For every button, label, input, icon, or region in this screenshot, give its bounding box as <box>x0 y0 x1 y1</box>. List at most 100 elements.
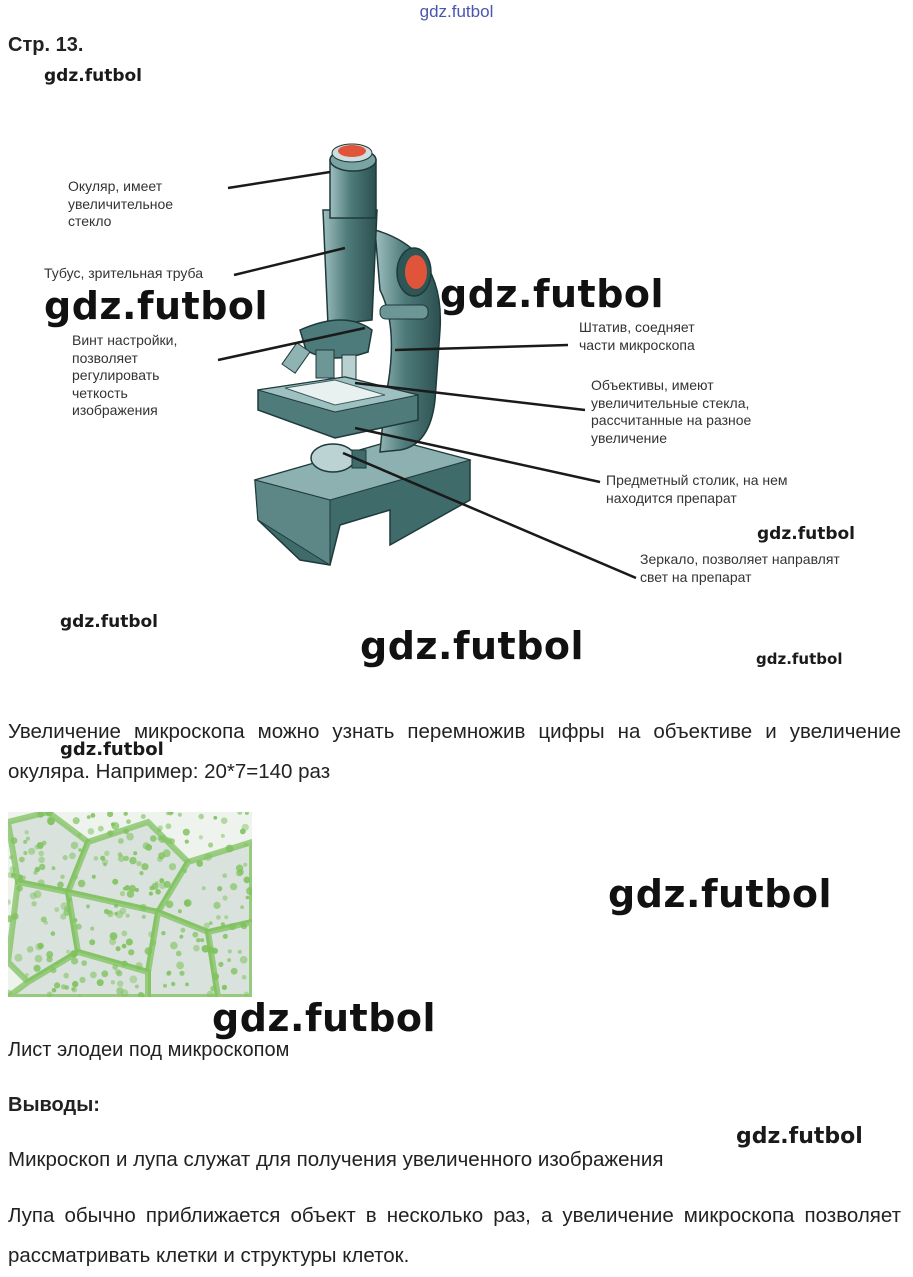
image-caption: Лист элодеи под микроскопом <box>8 1039 290 1061</box>
label-stage: Предметный столик, на нем находится преп… <box>606 472 788 506</box>
chloroplast <box>93 856 99 861</box>
chloroplast <box>196 938 201 943</box>
top-watermark: gdz.futbol <box>419 2 494 21</box>
chloroplast <box>167 812 174 816</box>
chloroplast <box>230 967 238 975</box>
chloroplast <box>23 850 28 856</box>
chloroplast <box>179 970 185 976</box>
chloroplast <box>26 946 34 953</box>
chloroplast <box>137 991 145 997</box>
chloroplast <box>70 841 79 850</box>
chloroplast <box>103 908 110 915</box>
chloroplast <box>107 830 114 837</box>
chloroplast <box>46 991 53 997</box>
chloroplast <box>196 860 203 867</box>
chloroplast <box>90 813 96 818</box>
chloroplast <box>62 855 68 861</box>
chloroplast <box>90 971 97 979</box>
chloroplast <box>101 970 109 978</box>
chloroplast <box>81 960 87 966</box>
watermark: gdz.futbol <box>757 524 855 544</box>
chloroplast <box>110 980 116 985</box>
chloroplast <box>121 930 128 937</box>
chloroplast <box>198 813 204 820</box>
chloroplast <box>239 828 246 835</box>
chloroplast <box>121 943 127 949</box>
chloroplast <box>63 972 69 979</box>
label-focus-screw: Винт настройки, позволяет регулировать ч… <box>72 332 178 418</box>
chloroplast <box>51 987 57 993</box>
chloroplast <box>210 985 216 992</box>
chloroplast <box>19 856 25 863</box>
watermark: gdz.futbol <box>440 272 665 316</box>
chloroplast <box>157 828 162 833</box>
chloroplast <box>72 980 79 988</box>
chloroplast <box>222 873 227 878</box>
chloroplast <box>185 982 189 987</box>
watermark: gdz.futbol <box>608 872 833 916</box>
chloroplast <box>176 961 185 970</box>
chloroplast <box>126 819 131 824</box>
chloroplast <box>77 879 86 888</box>
chloroplast <box>70 950 78 958</box>
chloroplast <box>243 876 251 884</box>
chloroplast <box>139 903 147 911</box>
chloroplast <box>128 949 135 956</box>
chloroplast <box>102 859 109 866</box>
chloroplast <box>38 850 44 857</box>
microscope-diagram <box>217 143 637 580</box>
chloroplast <box>192 931 199 938</box>
chloroplast <box>208 921 213 925</box>
page-title: Стр. 13. <box>8 34 84 56</box>
chloroplast <box>171 981 176 987</box>
chloroplast <box>222 895 228 901</box>
chloroplast <box>73 918 78 923</box>
chloroplast <box>235 864 244 872</box>
chloroplast <box>118 838 124 844</box>
chloroplast <box>222 933 228 939</box>
chloroplast <box>43 920 48 925</box>
label-stand: Штатив, соедняет части микроскопа <box>579 319 695 353</box>
chloroplast <box>57 881 64 889</box>
chloroplast <box>38 856 45 864</box>
chloroplast <box>150 939 157 947</box>
watermark: gdz.futbol <box>756 650 843 668</box>
chloroplast <box>201 945 210 953</box>
chloroplast <box>11 912 19 920</box>
chloroplast <box>206 990 214 997</box>
chloroplast <box>121 960 128 967</box>
chloroplast <box>134 984 139 989</box>
chloroplast <box>211 972 220 980</box>
chloroplast <box>139 871 144 876</box>
chloroplast <box>8 915 13 923</box>
chloroplast <box>204 853 213 861</box>
chloroplast <box>144 947 153 955</box>
chloroplast <box>104 850 110 856</box>
chloroplast <box>126 832 134 841</box>
chloroplast <box>200 938 205 943</box>
chloroplast <box>77 832 82 837</box>
chloroplast <box>14 953 23 962</box>
chloroplast <box>119 891 126 897</box>
chloroplast <box>161 931 166 936</box>
chloroplast <box>158 881 167 889</box>
chloroplast <box>180 927 186 933</box>
chloroplast <box>175 950 182 957</box>
chloroplast <box>230 883 238 891</box>
chloroplast <box>8 899 11 905</box>
watermark: gdz.futbol <box>212 996 437 1040</box>
chloroplast <box>150 835 157 842</box>
chloroplast <box>123 828 129 835</box>
chloroplast <box>162 849 171 858</box>
chloroplast <box>179 934 184 939</box>
chloroplast <box>39 863 46 871</box>
chloroplast <box>117 852 123 857</box>
chloroplast <box>224 915 229 920</box>
chloroplast <box>8 989 13 997</box>
label-objectives: Объективы, имеют увеличительные стекла, … <box>591 377 752 446</box>
chloroplast <box>9 855 14 860</box>
chloroplast <box>123 855 129 862</box>
chloroplast <box>71 986 78 993</box>
chloroplast <box>16 885 23 892</box>
chloroplast <box>37 812 44 818</box>
